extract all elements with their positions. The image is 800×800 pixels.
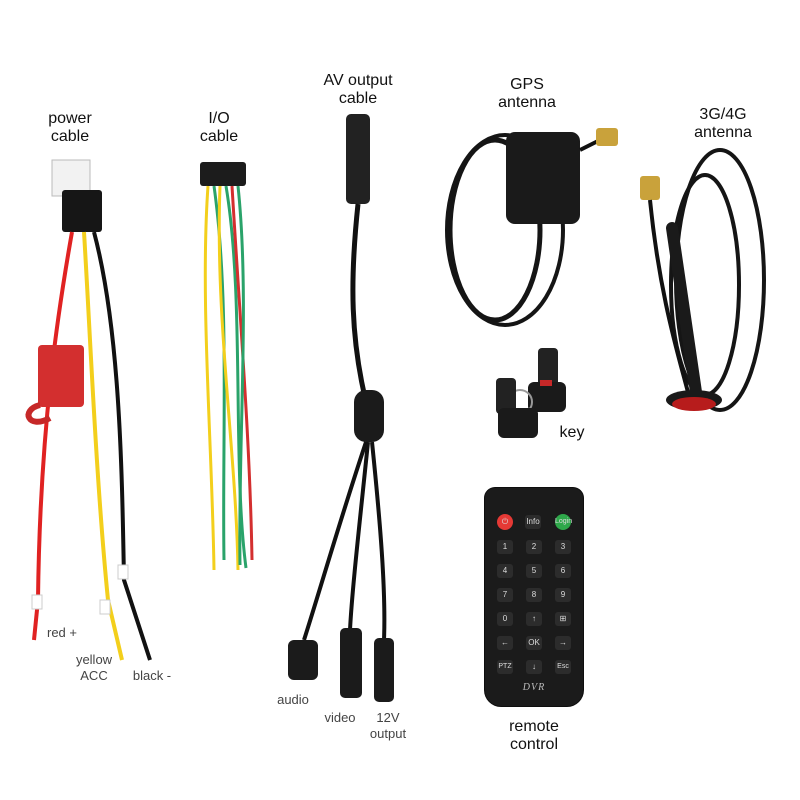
label-line: 3G/4G (699, 106, 747, 123)
label-line: yellow (75, 652, 113, 667)
label-line: antenna (498, 94, 556, 111)
ok-button: OK (526, 636, 542, 650)
label-line: cable (338, 90, 378, 107)
key-9: 9 (555, 588, 571, 602)
g34-antenna (640, 148, 766, 412)
label-line: remote (509, 718, 559, 735)
label-av-cable: AV output cable (312, 72, 404, 108)
gps-antenna (445, 128, 618, 327)
grid-icon: ⊞ (555, 612, 571, 626)
esc-button: Esc (555, 660, 571, 674)
ptz-button: PTZ (497, 660, 513, 674)
label-gps: GPS antenna (484, 76, 570, 112)
label-remote: remote control (490, 718, 578, 754)
key-1: 1 (497, 540, 513, 554)
label-line: cable (50, 128, 90, 145)
label-black: black - (132, 668, 172, 683)
down-icon: ↓ (526, 660, 542, 674)
label-line: control (509, 736, 559, 753)
label-line: ACC (80, 668, 108, 683)
key-8: 8 (526, 588, 542, 602)
io-cable (200, 162, 254, 571)
label-12v: 12V output (362, 710, 414, 742)
label-power-cable: power cable (30, 110, 110, 146)
label-line: AV output (323, 72, 393, 89)
key-3: 3 (555, 540, 571, 554)
right-icon: → (555, 636, 571, 650)
label-line: 12V (376, 710, 400, 725)
label-line: antenna (694, 124, 752, 141)
label-red: red + (47, 625, 77, 640)
label-io-cable: I/O cable (186, 110, 252, 146)
key-7: 7 (497, 588, 513, 602)
label-yellow: yellow ACC (66, 652, 122, 684)
label-line: GPS (510, 76, 544, 93)
key-0: 0 (497, 612, 513, 626)
remote-brand: DVR (522, 682, 546, 693)
info-button: Info (525, 515, 541, 529)
login-button: Login (555, 514, 572, 530)
power-cable (25, 159, 152, 661)
remote-control: ⏻ Info Login 1 2 3 4 5 6 7 8 9 0 ↑ ⊞ ← O… (485, 488, 583, 706)
key-4: 4 (497, 564, 513, 578)
label-3g4g: 3G/4G antenna (680, 106, 766, 142)
power-icon: ⏻ (497, 514, 513, 530)
keys (496, 348, 566, 438)
label-line: power (48, 110, 92, 127)
label-audio: audio (277, 692, 309, 707)
up-icon: ↑ (526, 612, 542, 626)
av-output-cable (288, 114, 394, 702)
left-icon: ← (497, 636, 513, 650)
label-line: output (369, 726, 407, 741)
label-video: video (324, 710, 356, 725)
label-line: cable (199, 128, 239, 145)
key-5: 5 (526, 564, 542, 578)
label-key: key (559, 424, 585, 441)
key-6: 6 (555, 564, 571, 578)
key-2: 2 (526, 540, 542, 554)
label-line: I/O (208, 110, 230, 127)
